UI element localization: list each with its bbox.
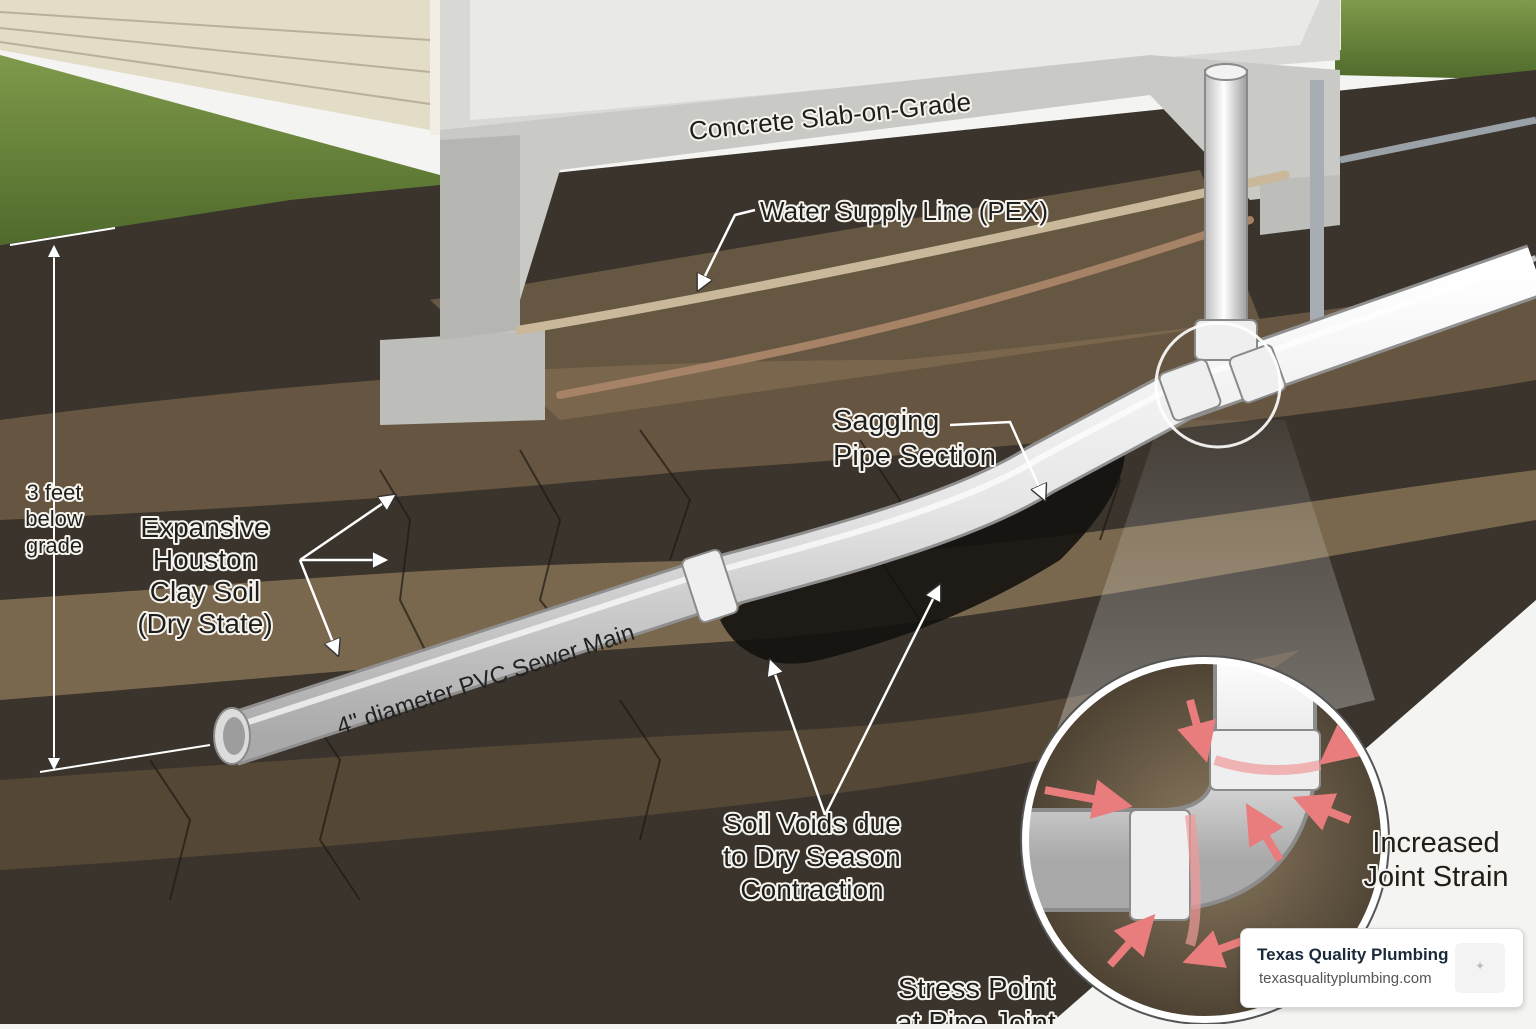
label-clay-3: Clay Soil — [150, 576, 260, 607]
label-depth-1: 3 feet — [26, 480, 81, 505]
label-voids-1: Soil Voids due — [723, 808, 900, 839]
conduit-line — [1339, 116, 1536, 164]
concrete-slab — [380, 0, 1340, 425]
brand-logo-icon: ✦ — [1455, 943, 1505, 993]
depth-dimension — [9, 227, 211, 773]
label-voids-3: Contraction — [740, 874, 883, 905]
label-clay-2: Houston — [153, 544, 257, 575]
label-depth-3: grade — [26, 533, 82, 558]
water-supply-line-lower — [556, 216, 1254, 399]
vertical-stack — [1158, 63, 1287, 422]
label-water-supply-line: Water Supply Line (PEX) — [760, 196, 1048, 226]
label-sagging-1: Sagging — [833, 405, 939, 437]
brand-url[interactable]: texasqualityplumbing.com — [1259, 970, 1432, 987]
label-clay-1: Expansive — [140, 512, 269, 543]
brand-name: Texas Quality Plumbing — [1257, 945, 1449, 964]
label-stress-2: at Pipe Joint — [896, 1007, 1056, 1024]
label-stress-1: Stress Point — [898, 973, 1054, 1005]
vertical-conduit — [1310, 80, 1324, 340]
label-sagging-2: Pipe Section — [833, 440, 996, 472]
label-strain-2: Joint Strain — [1363, 861, 1508, 893]
label-depth-2: below — [25, 506, 83, 531]
pvc-sewer-main — [213, 244, 1536, 766]
label-clay-4: (Dry State) — [137, 608, 272, 639]
water-supply-line — [515, 170, 1290, 335]
brand-card[interactable]: Texas Quality Plumbing texasqualityplumb… — [1240, 928, 1524, 1008]
joint-inset — [1020, 655, 1390, 1025]
label-strain-1: Increased — [1372, 827, 1499, 859]
leader-arrows — [298, 208, 1045, 816]
grass-right — [1335, 0, 1536, 80]
label-voids-2: to Dry Season — [723, 841, 900, 872]
